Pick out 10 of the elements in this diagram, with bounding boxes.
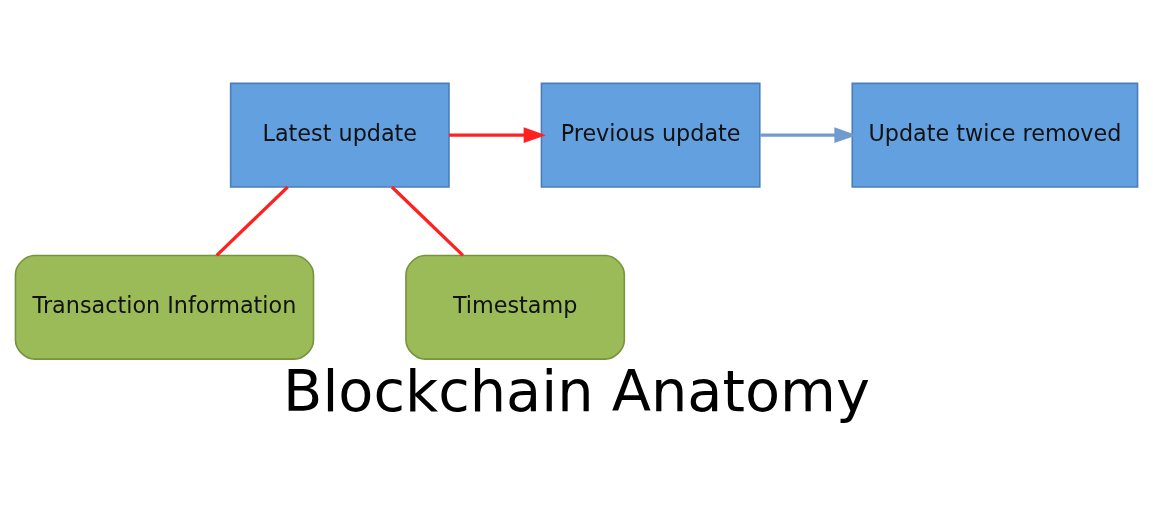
connector xyxy=(390,185,464,257)
node-box: Previous update xyxy=(540,82,761,188)
node-box: Update twice removed xyxy=(851,82,1139,188)
arrow xyxy=(760,127,857,143)
diagram-title: Blockchain Anatomy xyxy=(283,358,870,426)
node-box: Latest update xyxy=(229,82,450,188)
node-box: Timestamp xyxy=(405,254,626,360)
arrow xyxy=(449,127,546,143)
node-box: Transaction Information xyxy=(14,254,315,360)
connector xyxy=(215,185,289,257)
